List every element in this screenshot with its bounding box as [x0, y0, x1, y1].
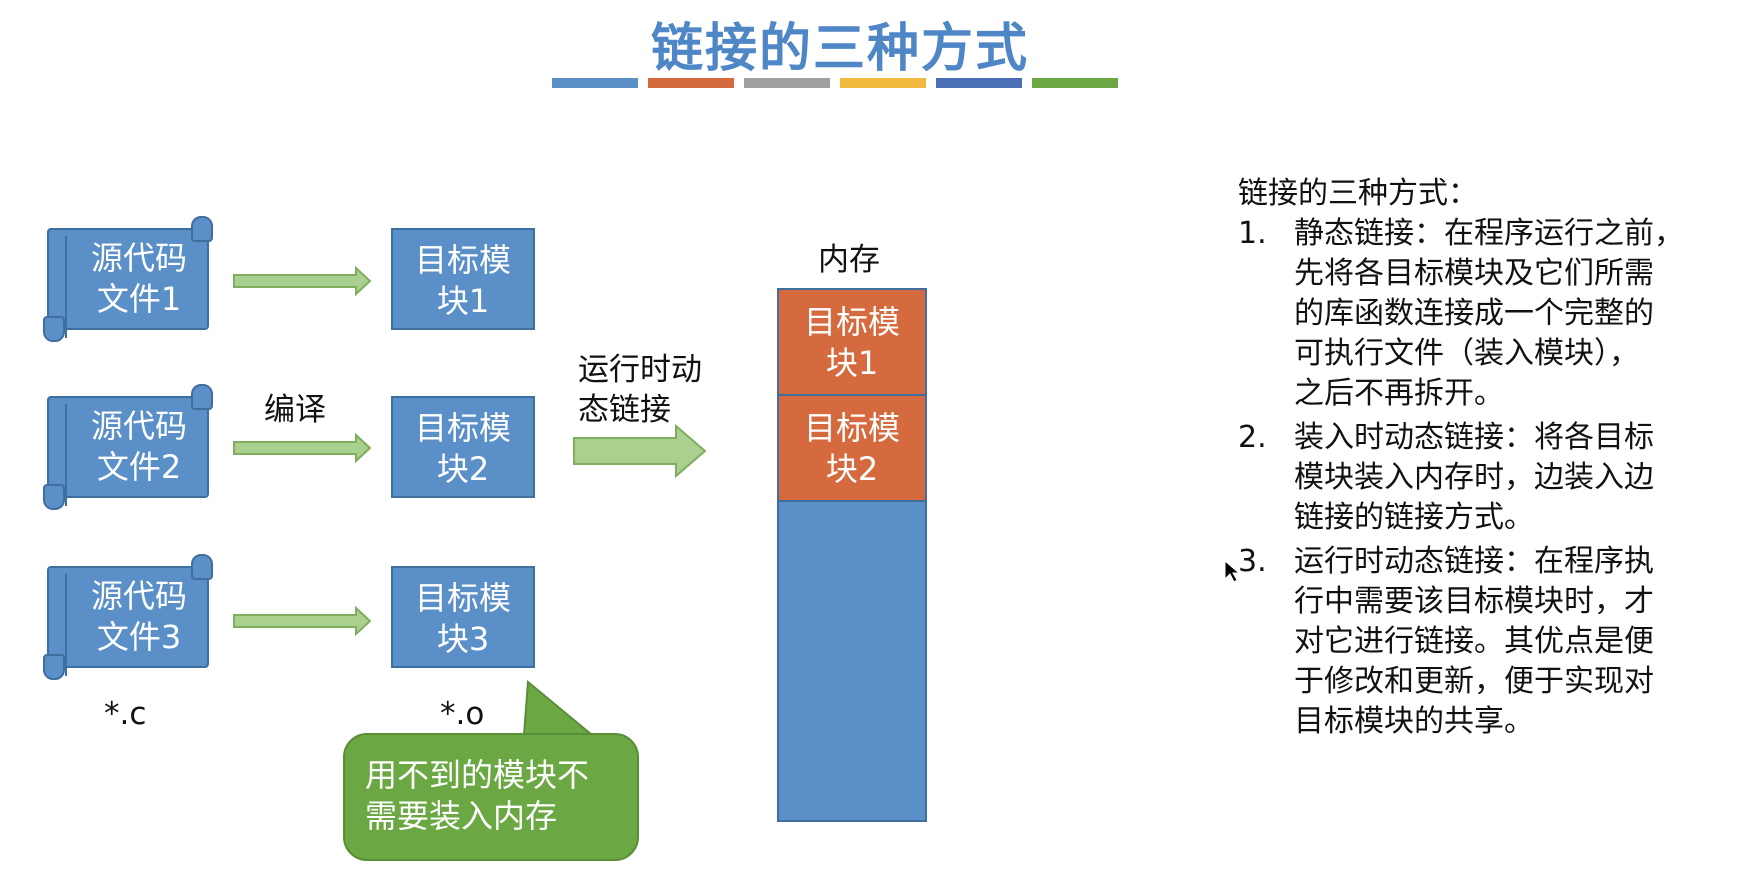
list-item-line: 静态链接：在程序运行之前， [1294, 216, 1684, 251]
scroll-rod-icon [53, 574, 67, 676]
list-item-line: 装入时动态链接：将各目标 [1294, 420, 1654, 455]
list-item-line: 模块装入内存时，边装入边 [1294, 460, 1654, 495]
source-file-label: 源代码 [90, 577, 187, 615]
mouse-cursor-icon [1224, 560, 1240, 583]
source-file-3: 源代码文件3 [43, 554, 213, 680]
callout-note: 用不到的模块不 需要装入内存 [343, 733, 639, 861]
object-module-label: 目标模 [414, 409, 511, 447]
color-bar-4 [840, 78, 926, 88]
scroll-curl-icon [191, 216, 213, 242]
object-module-label: 块2 [436, 450, 490, 488]
source-file-label: 源代码 [90, 239, 187, 277]
scroll-curl-icon [43, 316, 65, 342]
color-bar-1 [552, 78, 638, 88]
runtime-link-label-line: 运行时动 [578, 352, 702, 388]
color-bar-2 [648, 78, 734, 88]
list-item-line: 于修改和更新，便于实现对 [1294, 664, 1654, 699]
list-item-line: 先将各目标模块及它们所需 [1294, 256, 1654, 291]
object-module-2: 目标模块2 [391, 396, 535, 498]
memory-block-label: 块1 [825, 344, 879, 382]
source-file-2: 源代码文件2 [43, 384, 213, 510]
scroll-curl-icon [191, 554, 213, 580]
list-item-number: 2. [1238, 420, 1267, 455]
scroll-curl-icon [191, 384, 213, 410]
memory-block-label: 目标模 [803, 409, 900, 447]
source-file-1: 源代码文件1 [43, 216, 213, 342]
source-ext-label: *.c [104, 696, 147, 732]
explanation-panel: 链接的三种方式： 1. 静态链接：在程序运行之前， 先将各目标模块及它们所需 的… [1238, 174, 1738, 742]
color-bar-6 [1032, 78, 1118, 88]
source-file-label: 文件3 [96, 618, 182, 656]
scroll-curl-icon [43, 654, 65, 680]
compile-arrow-2-icon [233, 433, 372, 463]
runtime-link-arrow-icon [573, 424, 707, 478]
object-ext-label: *.o [440, 696, 485, 732]
list-item-number: 3. [1238, 544, 1267, 579]
scroll-rod-icon [53, 236, 67, 338]
memory-block-label: 块2 [825, 450, 879, 488]
compile-arrow-3-icon [233, 606, 372, 636]
title-color-bars [552, 78, 1118, 88]
object-module-label: 目标模 [414, 241, 511, 279]
object-module-3: 目标模块3 [391, 566, 535, 668]
callout-tail-icon [522, 680, 595, 736]
list-item-line: 可执行文件（装入模块）， [1294, 336, 1639, 371]
list-item-line: 行中需要该目标模块时，才 [1294, 584, 1654, 619]
list-item-line: 对它进行链接。其优点是便 [1294, 624, 1654, 659]
list-item-line: 运行时动态链接：在程序执 [1294, 544, 1654, 579]
callout-text: 用不到的模块不 [365, 756, 590, 794]
object-module-label: 目标模 [414, 579, 511, 617]
object-module-label: 块1 [436, 282, 490, 320]
memory-column: 目标模块1 目标模块2 [777, 288, 927, 822]
list-item: 2. 装入时动态链接：将各目标 模块装入内存时，边装入边 链接的链接方式。 [1238, 418, 1738, 538]
callout-text: 需要装入内存 [365, 797, 558, 835]
color-bar-3 [744, 78, 830, 88]
list-item-line: 链接的链接方式。 [1294, 500, 1534, 535]
runtime-link-label-line: 态链接 [578, 392, 671, 428]
source-file-label: 源代码 [90, 407, 187, 445]
color-bar-5 [936, 78, 1022, 88]
list-item: 3. 运行时动态链接：在程序执 行中需要该目标模块时，才 对它进行链接。其优点是… [1238, 542, 1738, 742]
object-module-1: 目标模块1 [391, 228, 535, 330]
source-file-label: 文件1 [96, 280, 182, 318]
list-item-line: 目标模块的共享。 [1294, 704, 1534, 739]
compile-arrow-1-icon [233, 266, 372, 296]
compile-label: 编译 [264, 392, 326, 428]
list-item-line: 的库函数连接成一个完整的 [1294, 296, 1654, 331]
memory-block-2: 目标模块2 [779, 396, 925, 502]
list-item-number: 1. [1238, 216, 1267, 251]
runtime-link-label: 运行时动 态链接 [578, 350, 702, 430]
memory-block-label: 目标模 [803, 303, 900, 341]
source-file-label: 文件2 [96, 448, 182, 486]
memory-block-1: 目标模块1 [779, 290, 925, 396]
scroll-rod-icon [53, 404, 67, 506]
scroll-curl-icon [43, 484, 65, 510]
list-item: 1. 静态链接：在程序运行之前， 先将各目标模块及它们所需 的库函数连接成一个完… [1238, 214, 1738, 414]
page-title: 链接的三种方式 [650, 19, 1029, 79]
memory-label: 内存 [818, 242, 880, 278]
object-module-label: 块3 [436, 620, 490, 658]
list-item-line: 之后不再拆开。 [1294, 376, 1504, 411]
explanation-heading: 链接的三种方式： [1238, 176, 1478, 211]
